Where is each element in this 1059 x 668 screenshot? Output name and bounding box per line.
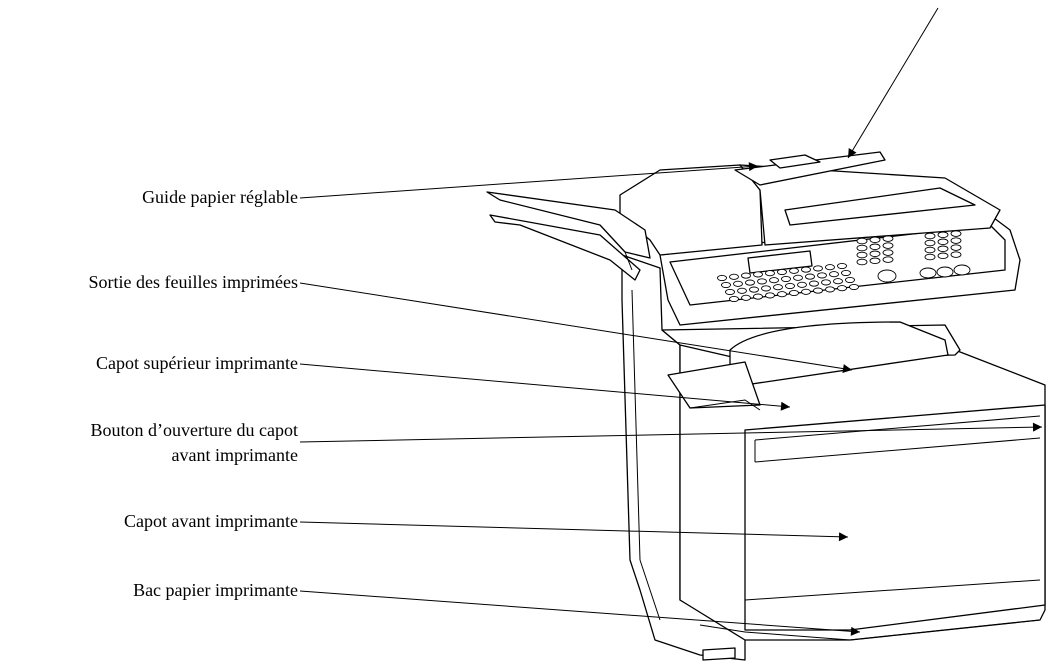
keypad-key [937, 245, 949, 253]
output-area [661, 321, 961, 411]
keypad-key [837, 285, 847, 292]
keypad-key [950, 251, 962, 258]
keypad-key [813, 265, 823, 272]
callout-lines [299, 7, 1043, 636]
control-panel [659, 214, 1021, 326]
keypad-key [817, 272, 827, 279]
leader-bouton-ouverture [299, 422, 1043, 443]
keypad-key [765, 292, 775, 299]
label-guide-papier: Guide papier réglable [142, 187, 298, 207]
keypad-key [856, 244, 868, 252]
keypad-key [765, 270, 775, 277]
keypad-key [737, 287, 747, 294]
keypad-key [749, 286, 759, 293]
keypad-key [725, 288, 735, 296]
keypad-key [785, 282, 795, 290]
label-bouton-ouverture-line2: avant imprimante [171, 445, 298, 465]
keypad-key [841, 269, 851, 277]
keypad-key [937, 238, 949, 246]
keypad-key [777, 268, 787, 276]
keypad-key [777, 291, 787, 298]
leader-capot-superieur [299, 363, 791, 411]
keypad-key [789, 267, 799, 274]
keypad-key [937, 231, 949, 239]
leader-bac-papier [299, 590, 861, 636]
keypad-key [924, 232, 936, 240]
keypad-key [753, 293, 763, 300]
keypad-key [801, 266, 811, 273]
keypad-key [924, 246, 936, 254]
keypad-key [801, 288, 811, 295]
keypad-key [793, 274, 803, 281]
keypad-key [757, 278, 767, 285]
keypad-key [950, 244, 962, 251]
keypad-key [924, 253, 936, 261]
leader-guide-papier [299, 162, 759, 199]
keypad-key [769, 277, 779, 284]
keypad-key [829, 271, 839, 278]
keypad-key [937, 252, 949, 260]
keypad-key [882, 256, 894, 263]
keypad-key [753, 271, 763, 278]
keypad-key [869, 236, 881, 244]
keypad-key [825, 264, 835, 271]
keypad-key [869, 257, 881, 265]
keypad-key [773, 284, 783, 291]
printer-body [621, 254, 1046, 661]
label-bouton-ouverture-line1: Bouton d’ouverture du capot [90, 420, 298, 440]
leader-capot-avant [299, 521, 849, 542]
keypad-key [869, 250, 881, 258]
keypad-key [882, 242, 894, 249]
keypad-key [924, 239, 936, 247]
keypad-key [950, 230, 962, 237]
keypad-key [797, 281, 807, 288]
keypad-key [950, 237, 962, 244]
keypad-key [789, 289, 799, 297]
label-capot-avant: Capot avant imprimante [124, 511, 298, 531]
leader-top [847, 7, 939, 159]
keypad-key [825, 286, 835, 293]
label-capot-superieur: Capot supérieur imprimante [96, 353, 298, 373]
keypad-key [833, 278, 843, 285]
keypad-key [882, 235, 894, 242]
keypad-key [856, 258, 868, 266]
keypad-key [729, 273, 739, 280]
keypad-key [845, 276, 855, 284]
keypad-key [856, 251, 868, 259]
document-feeder [486, 151, 1001, 281]
keypad-key [837, 262, 847, 270]
keypad-key [729, 295, 739, 303]
keypad-key [813, 287, 823, 294]
keypad-key [849, 283, 859, 291]
keypad-key [741, 272, 751, 279]
keypad-key [761, 285, 771, 292]
keypad-key [809, 280, 819, 287]
label-sortie-feuilles: Sortie des feuilles imprimées [88, 272, 298, 292]
keypad-key [721, 281, 731, 289]
keypad-key [856, 237, 868, 245]
keypad-key [781, 275, 791, 283]
label-bac-papier: Bac papier imprimante [133, 580, 298, 600]
leader-sortie-feuilles [299, 282, 853, 374]
keypad-key [733, 280, 743, 287]
keypad-key [821, 279, 831, 286]
keypad-key [882, 249, 894, 256]
keypad-key [805, 273, 815, 280]
keypad-key [869, 243, 881, 251]
keypad-key [745, 279, 755, 286]
keypad-key [741, 294, 751, 301]
keypad-key [717, 274, 727, 282]
